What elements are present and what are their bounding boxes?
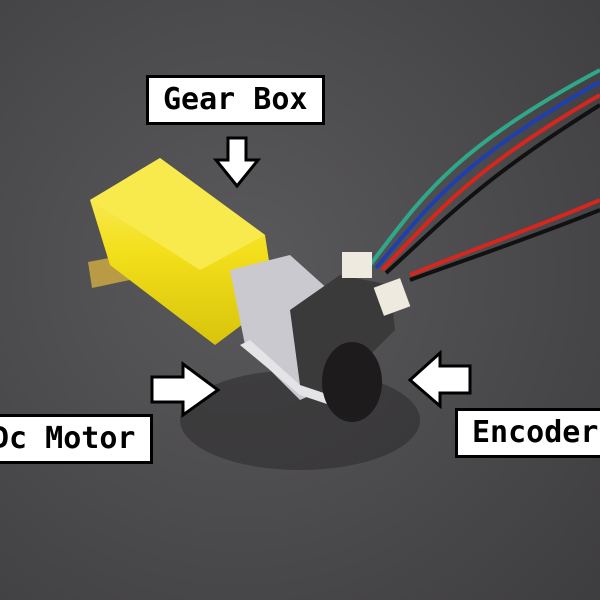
arrow-down-icon [212, 136, 262, 189]
arrow-right-icon [150, 361, 221, 418]
dc-motor-label: Dc Motor [0, 414, 153, 464]
gear-box-label: Gear Box [146, 75, 325, 125]
encoder-board [290, 275, 395, 395]
wires [368, 68, 600, 282]
connector [342, 252, 372, 278]
arrow-left-icon [407, 349, 472, 410]
encoder-magnet [322, 342, 382, 422]
connector [373, 278, 411, 316]
encoder-label: Encoder [455, 408, 600, 458]
